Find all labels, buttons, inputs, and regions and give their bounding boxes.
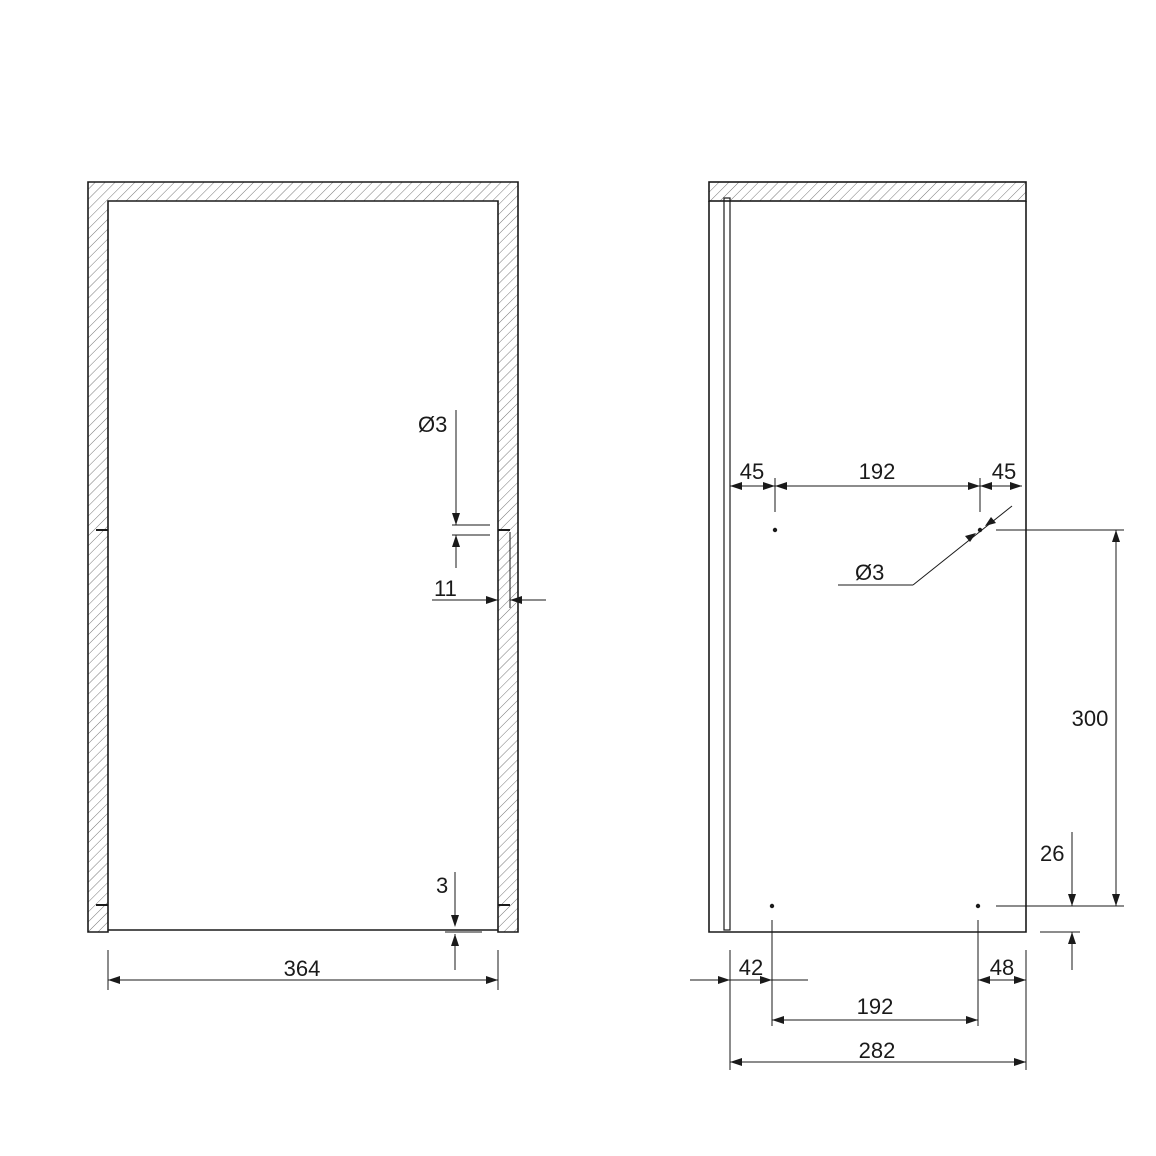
front-dim-hole-diameter: Ø3 (418, 410, 490, 568)
side-bottom-spacing-label: 192 (857, 994, 894, 1019)
front-edge-offset-label: 11 (434, 576, 457, 601)
side-top-spacing-label: 192 (859, 459, 896, 484)
side-total-depth-label: 282 (859, 1038, 896, 1063)
side-dim-vertical-spacing: 300 (996, 529, 1124, 907)
side-bottom-offset-label: 26 (1040, 841, 1064, 866)
front-bottom-gap-label: 3 (436, 873, 448, 898)
front-dim-inner-width: 364 (107, 950, 499, 990)
front-dim-edge-offset: 11 (432, 532, 546, 608)
side-dim-bottom-spacing: 192 (772, 994, 978, 1024)
side-vertical-spacing-label: 300 (1072, 706, 1109, 731)
side-dim-bottom-chain: 42 48 (690, 920, 1027, 1070)
side-dim-top-chain: 45 192 45 (730, 459, 1022, 512)
side-top-left-label: 45 (740, 459, 764, 484)
front-pin-marks (96, 529, 510, 906)
side-dim-hole-diameter: Ø3 (838, 505, 1013, 586)
front-dim-bottom-gap: 3 (436, 872, 482, 970)
hole-dot (769, 903, 775, 909)
side-view: 45 192 45 Ø3 300 26 (690, 181, 1124, 1070)
side-top-right-label: 45 (992, 459, 1016, 484)
side-bottom-right-label: 48 (990, 955, 1014, 980)
front-hole-diameter-label: Ø3 (418, 412, 447, 437)
front-cabinet-section (87, 181, 519, 933)
side-door-strip (723, 197, 731, 931)
hole-dot (975, 903, 981, 909)
front-view: Ø3 11 3 364 (87, 181, 546, 990)
hole-dot (772, 527, 778, 533)
side-dim-total-depth: 282 (730, 1038, 1026, 1066)
side-top-panel (708, 181, 1027, 202)
side-bottom-left-label: 42 (739, 955, 763, 980)
front-inner-width-label: 364 (284, 956, 321, 981)
side-hole-diameter-label: Ø3 (855, 560, 884, 585)
side-panel-outline (708, 201, 1027, 933)
side-dim-bottom-offset: 26 (1040, 832, 1080, 970)
